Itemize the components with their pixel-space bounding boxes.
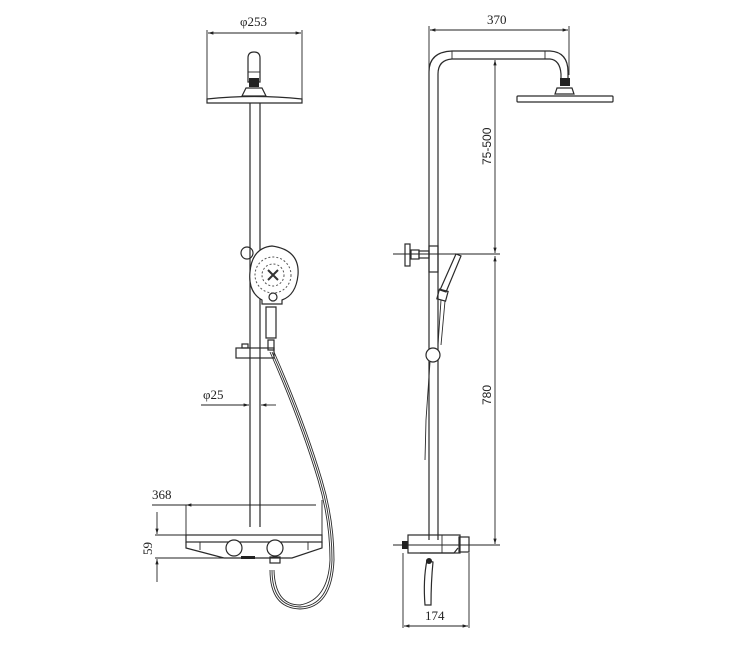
label-valve-depth: 174 <box>425 608 445 623</box>
dimension-valve-depth: 174 <box>402 553 470 628</box>
hand-shower-side <box>425 253 462 363</box>
overhead-head-side <box>516 78 614 103</box>
dimension-rail-height: 780 <box>480 256 497 544</box>
hose <box>269 351 335 610</box>
dimension-shelf-width: 368 <box>152 487 323 535</box>
label-head-diameter: φ253 <box>240 14 267 29</box>
side-view: 370 75-500 780 <box>393 12 614 628</box>
overhead-shower-head <box>206 51 303 104</box>
thermostatic-valve-side <box>393 534 500 606</box>
label-height-adjust: 75-500 <box>480 127 494 165</box>
label-valve-height: 59 <box>140 542 155 555</box>
riser-pipe <box>428 50 569 540</box>
holder-ring <box>240 246 254 260</box>
label-rail-diameter: φ25 <box>203 387 224 402</box>
dimension-rail-diameter: φ25 <box>201 387 276 407</box>
thermostatic-valve-front <box>185 534 323 564</box>
dimension-height-adjust: 75-500 <box>480 59 497 253</box>
label-arm-reach: 370 <box>487 12 507 27</box>
label-rail-height: 780 <box>480 385 494 405</box>
dimension-arm-reach: 370 <box>428 12 570 75</box>
dimension-head-diameter: φ253 <box>206 14 303 103</box>
hose-side <box>424 361 431 461</box>
label-shelf-width: 368 <box>152 487 172 502</box>
front-view: φ253 <box>140 14 335 610</box>
hand-shower <box>249 245 299 351</box>
wall-bracket <box>404 243 439 273</box>
front-rail <box>249 103 261 527</box>
